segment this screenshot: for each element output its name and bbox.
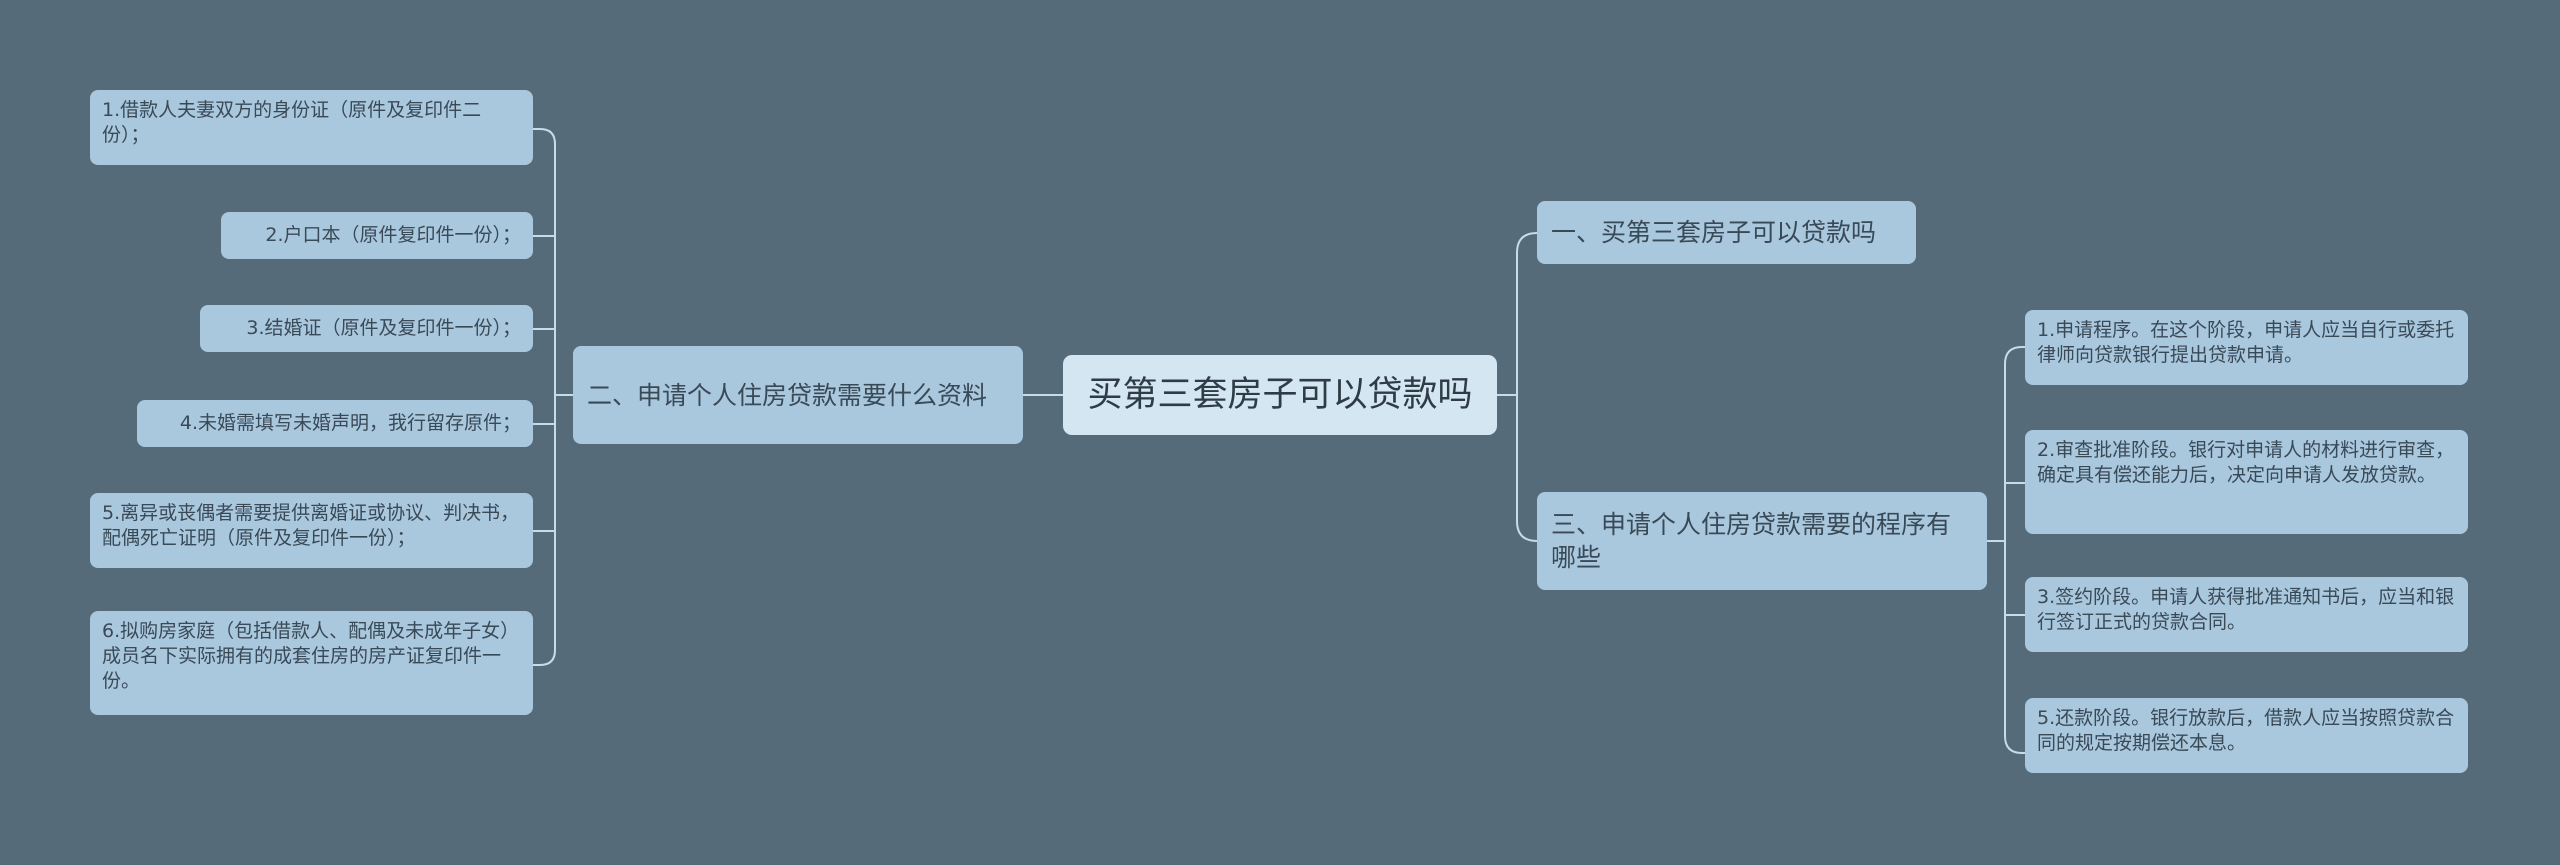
branch-label: 一、买第三套房子可以贷款吗 — [1551, 218, 1877, 247]
list-item[interactable]: 5.离异或丧偶者需要提供离婚证或协议、判决书，配偶死亡证明（原件及复印件一份）； — [90, 493, 533, 568]
list-item[interactable]: 1.借款人夫妻双方的身份证（原件及复印件二份）； — [90, 90, 533, 165]
list-item[interactable]: 1.申请程序。在这个阶段，申请人应当自行或委托律师向贷款银行提出贷款申请。 — [2025, 310, 2468, 385]
leaf-label: 2.户口本（原件复印件一份）； — [265, 223, 521, 246]
root-label: 买第三套房子可以贷款吗 — [1087, 374, 1473, 415]
branch-label: 二、申请个人住房贷款需要什么资料 — [587, 380, 988, 410]
leaf-label: 3.签约阶段。申请人获得批准通知书后，应当和银行签订正式的贷款合同。 — [2037, 586, 2455, 634]
connector-left-spine — [539, 128, 556, 666]
leaf-label: 1.申请程序。在这个阶段，申请人应当自行或委托律师向贷款银行提出贷款申请。 — [2037, 319, 2455, 367]
leaf-label: 5.还款阶段。银行放款后，借款人应当按照贷款合同的规定按期偿还本息。 — [2037, 707, 2455, 755]
list-item[interactable]: 4.未婚需填写未婚声明，我行留存原件； — [137, 400, 533, 447]
branch-required-documents[interactable]: 二、申请个人住房贷款需要什么资料 — [573, 346, 1023, 444]
list-item[interactable]: 3.签约阶段。申请人获得批准通知书后，应当和银行签订正式的贷款合同。 — [2025, 577, 2468, 652]
connector-right-leaf-spine — [2004, 346, 2023, 754]
connector-right-spine — [1516, 232, 1538, 542]
leaf-label: 4.未婚需填写未婚声明，我行留存原件； — [179, 411, 521, 434]
list-item[interactable]: 2.审查批准阶段。银行对申请人的材料进行审查，确定具有偿还能力后，决定向申请人发… — [2025, 430, 2468, 534]
leaf-label: 2.审查批准阶段。银行对申请人的材料进行审查，确定具有偿还能力后，决定向申请人发… — [2037, 439, 2455, 487]
leaf-label: 6.拟购房家庭（包括借款人、配偶及未成年子女）成员名下实际拥有的成套住房的房产证… — [102, 620, 520, 693]
list-item[interactable]: 2.户口本（原件复印件一份）； — [221, 212, 533, 259]
branch-label: 三、申请个人住房贷款需要的程序有哪些 — [1551, 510, 1952, 572]
root-node[interactable]: 买第三套房子可以贷款吗 — [1063, 355, 1497, 435]
list-item[interactable]: 6.拟购房家庭（包括借款人、配偶及未成年子女）成员名下实际拥有的成套住房的房产证… — [90, 611, 533, 715]
branch-can-loan[interactable]: 一、买第三套房子可以贷款吗 — [1537, 201, 1916, 264]
leaf-label: 3.结婚证（原件及复印件一份）； — [246, 316, 521, 339]
leaf-label: 5.离异或丧偶者需要提供离婚证或协议、判决书，配偶死亡证明（原件及复印件一份）； — [102, 502, 520, 550]
branch-loan-procedure[interactable]: 三、申请个人住房贷款需要的程序有哪些 — [1537, 492, 1987, 590]
list-item[interactable]: 3.结婚证（原件及复印件一份）； — [200, 305, 533, 352]
leaf-label: 1.借款人夫妻双方的身份证（原件及复印件二份）； — [102, 99, 482, 147]
list-item[interactable]: 5.还款阶段。银行放款后，借款人应当按照贷款合同的规定按期偿还本息。 — [2025, 698, 2468, 773]
